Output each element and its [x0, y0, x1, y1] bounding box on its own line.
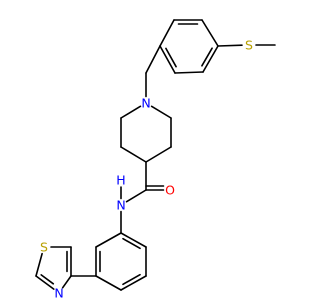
- atom-label-s-thiazole: S: [40, 240, 48, 255]
- bond-a3-a4: [159, 45, 176, 74]
- bond-p5-N_piperidine: [120, 105, 142, 119]
- bond-b3-b4-inner: [122, 273, 141, 286]
- bond-b6-b1: [95, 232, 122, 248]
- bond-S_methyl-a1: [217, 44, 243, 47]
- bond-a1-a2: [202, 45, 219, 73]
- atom-label-s-methyl: S: [245, 38, 253, 53]
- atom-label-n-amide: N: [116, 198, 125, 213]
- bond-b3-b4: [120, 275, 147, 291]
- atom-label-o-carbonyl: O: [165, 183, 175, 198]
- bond-b4-b5: [95, 275, 122, 291]
- bond-N_piperidine-p1: [150, 105, 172, 119]
- bond-a4-a5: [159, 19, 175, 47]
- bond-a2-a3: [174, 71, 204, 74]
- bond-Cc-N_amide: [125, 189, 147, 203]
- bond-layer: [35, 19, 276, 291]
- bond-t4-N_thiazole: [35, 275, 55, 290]
- bond-N_thiazole-t1: [61, 275, 72, 289]
- bond-a1-a2-inner: [201, 47, 213, 67]
- bond-b1-b2-inner: [122, 237, 141, 250]
- bond-a6-a1: [201, 19, 219, 47]
- bond-t4-N_thiazole-inner: [40, 274, 55, 285]
- bond-p2-p3: [145, 146, 172, 163]
- atom-label-n-thiazole: N: [54, 286, 63, 300]
- bond-a3-a4-inner: [165, 47, 177, 68]
- atom-label-n-piperidine: N: [141, 96, 150, 111]
- bond-S_thiazole-t4: [35, 252, 43, 277]
- bond-b1-b2: [120, 232, 147, 248]
- atom-label-h-amide: H: [116, 173, 125, 188]
- bond-p3-p4: [120, 146, 147, 163]
- bond-a4-CH2: [145, 45, 161, 74]
